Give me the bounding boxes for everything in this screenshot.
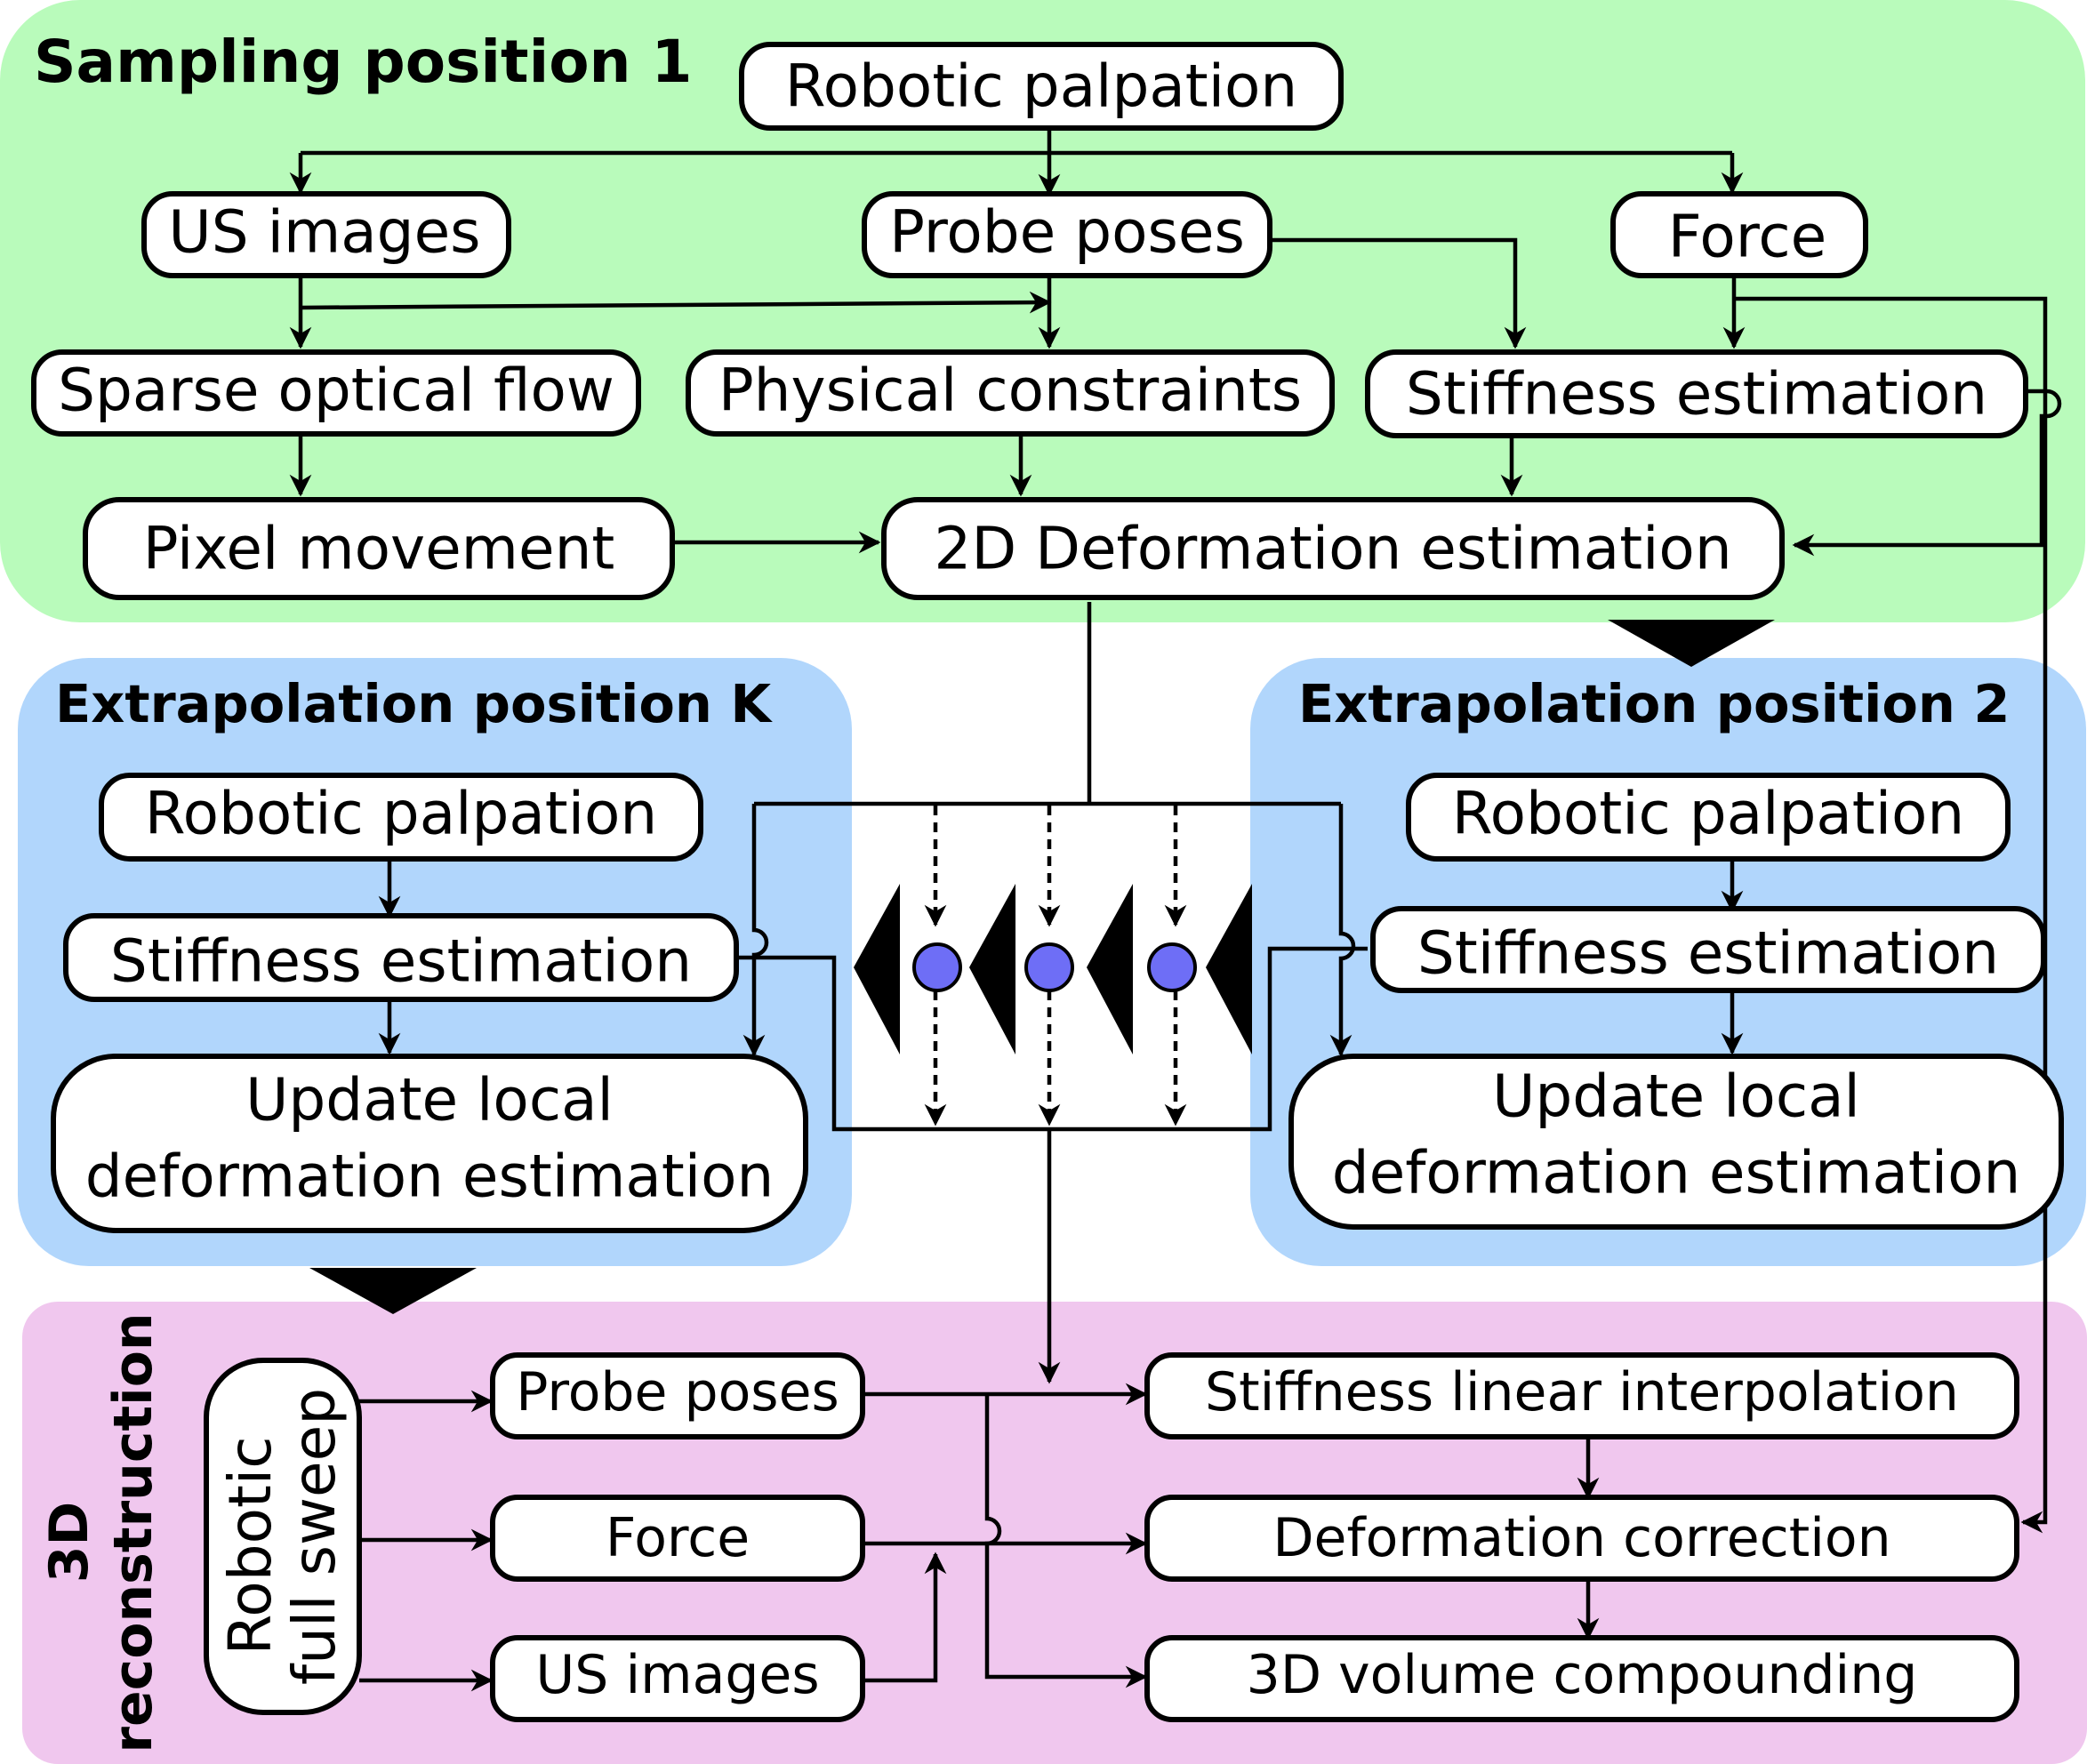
svg-text:US images: US images: [535, 1644, 819, 1706]
recon-deformation-correction-node: Deformation correction: [1144, 1495, 2019, 1582]
sampling-force-node: Force: [1610, 191, 1868, 278]
sampling-us-images-node: US images: [141, 191, 511, 278]
recon-3d-volume-compounding-node: 3D volume compounding: [1144, 1635, 2019, 1722]
sampling-stiffness-estimation-node: Stiffness estimation: [1365, 349, 2028, 438]
svg-text:Physical constraints: Physical constraints: [718, 357, 1302, 425]
svg-text:Robotic full sweep: Robotic full sweep: [216, 1388, 349, 1685]
sample-point-dot: [1024, 942, 1074, 992]
svg-text:Stiffness estimation: Stiffness estimation: [1417, 919, 1999, 988]
sample-point-dot: [1147, 942, 1197, 992]
sampling-edges: [289, 128, 2062, 1534]
propagation-arrowhead: [854, 884, 900, 1054]
svg-text:2D Deformation estimation: 2D Deformation estimation: [934, 515, 1731, 583]
sampling-robotic-palpation-node: Robotic palpation: [739, 42, 1344, 131]
svg-text:deformation estimation: deformation estimation: [85, 1143, 775, 1211]
extrapolation-k-title: Extrapolation position K: [55, 673, 773, 734]
sampling-probe-poses-node: Probe poses: [862, 191, 1272, 278]
reconstruction-edges: [359, 1383, 1600, 1692]
recon-stiffness-interpolation-node: Stiffness linear interpolation: [1144, 1352, 2019, 1439]
propagation-arrowhead: [1087, 884, 1133, 1054]
propagation-arrowhead: [1206, 884, 1252, 1054]
recon-us-images-node: US images: [490, 1635, 865, 1722]
svg-text:Update local: Update local: [1492, 1062, 1860, 1131]
extrap-2-robotic-palpation-node: Robotic palpation: [1406, 773, 2011, 862]
svg-text:Robotic palpation: Robotic palpation: [1452, 780, 1964, 848]
svg-text:deformation estimation: deformation estimation: [1332, 1139, 2021, 1207]
sampling-title: Sampling position 1: [34, 28, 692, 96]
propagation-arrowhead: [969, 884, 1015, 1054]
svg-text:US images: US images: [168, 198, 480, 267]
svg-text:Stiffness estimation: Stiffness estimation: [110, 927, 692, 996]
svg-text:Force: Force: [606, 1507, 750, 1569]
svg-text:Force: Force: [1668, 203, 1827, 271]
extrapolation-2-title: Extrapolation position 2: [1298, 673, 2010, 734]
sampling-sparse-optical-flow-node: Sparse optical flow: [31, 349, 641, 437]
extrap-2-update-local-node: Update local deformation estimation: [1288, 1054, 2064, 1230]
extrap-k-update-local-node: Update local deformation estimation: [51, 1054, 808, 1233]
svg-text:Robotic palpation: Robotic palpation: [785, 52, 1297, 121]
svg-text:Robotic palpation: Robotic palpation: [145, 780, 657, 848]
svg-text:3D volume compounding: 3D volume compounding: [1247, 1644, 1918, 1706]
recon-robotic-full-sweep-node: Robotic full sweep: [204, 1358, 362, 1715]
sampling-2d-deformation-node: 2D Deformation estimation: [881, 497, 1785, 600]
extrap-2-stiffness-estimation-node: Stiffness estimation: [1370, 906, 2046, 993]
svg-text:Update local: Update local: [245, 1066, 614, 1135]
svg-text:Sparse optical flow: Sparse optical flow: [58, 357, 614, 425]
svg-text:Probe poses: Probe poses: [889, 198, 1245, 267]
svg-text:Stiffness estimation: Stiffness estimation: [1406, 360, 1987, 429]
recon-force-node: Force: [490, 1495, 865, 1582]
recon-probe-poses-node: Probe poses: [490, 1352, 865, 1439]
svg-text:Deformation correction: Deformation correction: [1272, 1507, 1890, 1569]
sampling-pixel-movement-node: Pixel movement: [83, 497, 675, 600]
reconstruction-title: 3D reconstruction: [38, 1312, 165, 1752]
sample-point-dot: [912, 942, 962, 992]
transition-arrow-to-position-2: [1608, 620, 1775, 667]
sampling-physical-constraints-node: Physical constraints: [686, 349, 1335, 437]
transition-arrow-to-reconstruction: [309, 1268, 477, 1314]
svg-text:Probe poses: Probe poses: [516, 1361, 839, 1423]
extrap-k-stiffness-estimation-node: Stiffness estimation: [63, 913, 739, 1002]
extrap-k-robotic-palpation-node: Robotic palpation: [99, 773, 703, 862]
svg-text:Stiffness linear interpolation: Stiffness linear interpolation: [1205, 1361, 1959, 1423]
propagation-network: [736, 801, 1368, 1384]
svg-text:Pixel movement: Pixel movement: [143, 515, 615, 583]
